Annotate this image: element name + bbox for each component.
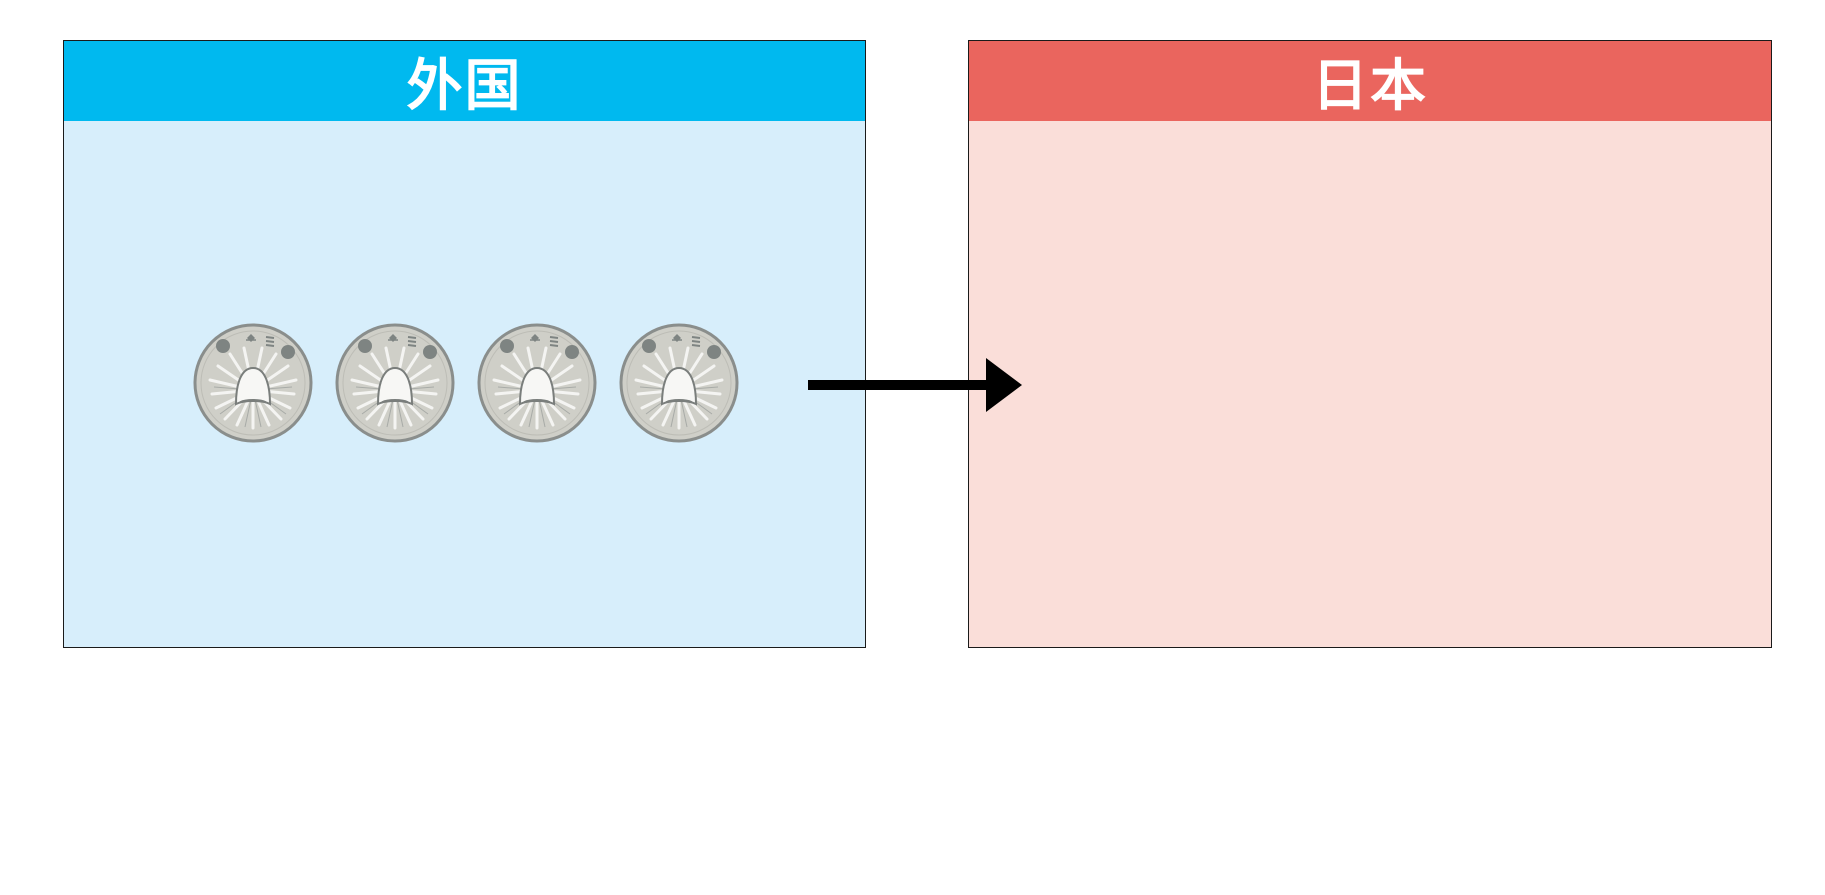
japan-panel-body: [969, 121, 1771, 647]
coin-icon: [618, 322, 740, 444]
coin-icon: [476, 322, 598, 444]
japan-panel-header: 日本: [969, 41, 1771, 121]
foreign-panel-header: 外国: [64, 41, 865, 121]
japan-panel-title: 日本: [1312, 41, 1428, 122]
japan-panel: 日本: [968, 40, 1772, 648]
foreign-panel-title: 外国: [407, 41, 523, 122]
right-arrow-icon: [808, 355, 1028, 415]
coin-icon: [334, 322, 456, 444]
coin-icon: [192, 322, 314, 444]
coin-row: [192, 322, 740, 444]
